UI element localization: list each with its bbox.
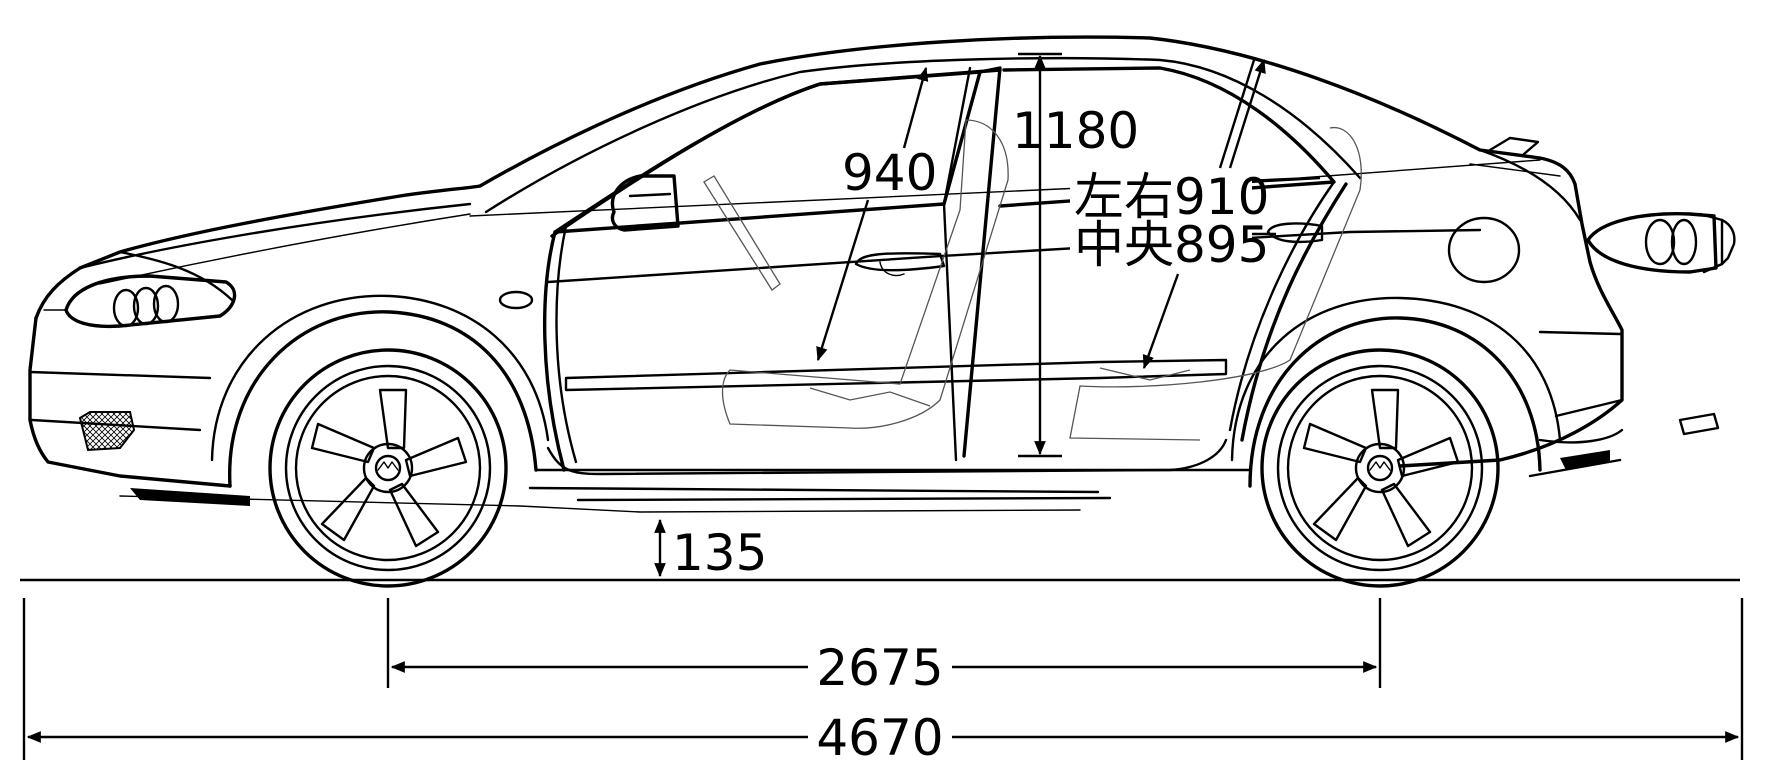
front-headroom-dimension: 940 <box>816 66 937 362</box>
wheelbase-label: 2675 <box>816 639 943 697</box>
front-wheel <box>268 348 508 588</box>
interior-height-label: 1180 <box>1012 102 1139 160</box>
ground-clearance-dimension: 135 <box>654 518 767 582</box>
interior-height-dimension: 1180 <box>1012 52 1139 458</box>
mazda-emblem-icon <box>374 454 402 482</box>
car-body-outline <box>28 35 1624 513</box>
headlight-cluster <box>43 274 237 329</box>
rear-headroom-center-label: 中央895 <box>1074 216 1269 274</box>
overall-length-dimension: 4670 <box>22 598 1744 767</box>
fog-light <box>78 411 136 452</box>
car-windows <box>484 56 1521 472</box>
wheelbase-dimension: 2675 <box>386 598 1382 697</box>
rear-headroom-side-label: 左右910 <box>1074 168 1269 226</box>
overall-length-label: 4670 <box>816 709 943 767</box>
interior-seats <box>703 119 1362 441</box>
front-headroom-label: 940 <box>842 144 937 202</box>
tail-light-cluster <box>1586 212 1736 436</box>
ground-clearance-label: 135 <box>672 524 767 582</box>
rear-headroom-dimension: 左右910 中央895 <box>1070 58 1321 370</box>
rear-wheel <box>1260 348 1500 588</box>
